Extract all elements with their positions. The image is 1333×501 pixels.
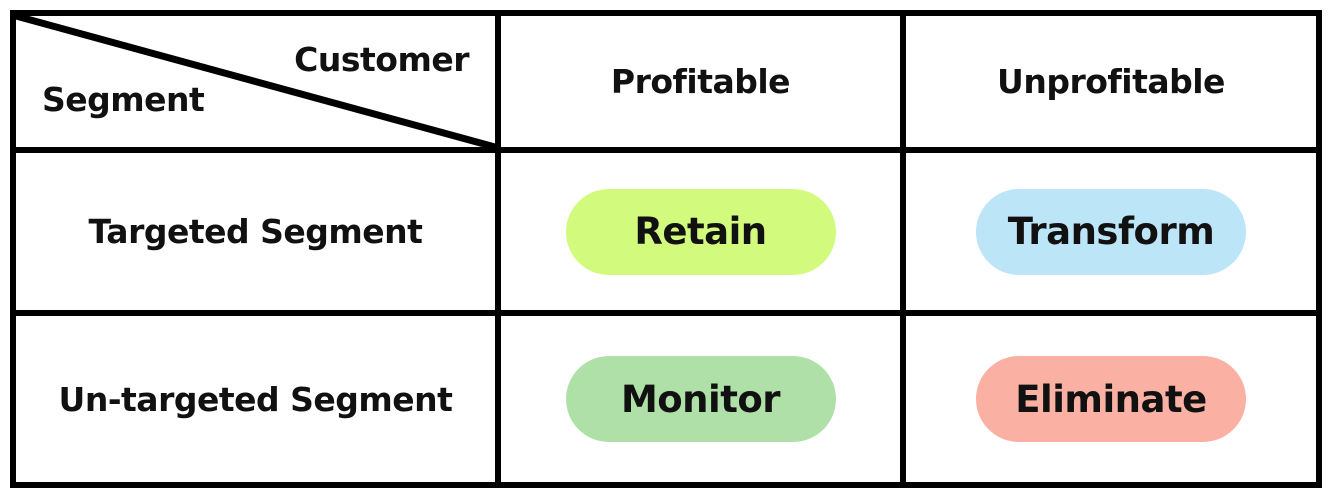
retain-pill-label: Retain xyxy=(634,210,767,253)
column-header-label: Unprofitable xyxy=(997,62,1225,101)
matrix-cell-untargeted-profitable: Monitor xyxy=(501,316,900,482)
matrix-cell-untargeted-unprofitable: Eliminate xyxy=(906,316,1316,482)
retain-pill: Retain xyxy=(565,188,836,275)
column-header-unprofitable: Unprofitable xyxy=(906,16,1316,147)
transform-pill-label: Transform xyxy=(1007,210,1215,253)
row-header-label: Targeted Segment xyxy=(88,212,423,251)
monitor-pill: Monitor xyxy=(565,356,836,442)
column-header-profitable: Profitable xyxy=(501,16,900,147)
column-header-label: Profitable xyxy=(610,62,791,101)
eliminate-pill-label: Eliminate xyxy=(1015,377,1207,421)
transform-pill: Transform xyxy=(976,188,1246,275)
corner-header-cell: Customer Segment xyxy=(16,16,495,147)
corner-label-customer: Customer xyxy=(294,40,469,79)
row-header-targeted-segment: Targeted Segment xyxy=(16,153,495,310)
diagonal-divider-line xyxy=(16,16,495,147)
eliminate-pill: Eliminate xyxy=(976,356,1246,442)
matrix-table: Customer Segment Profitable Unprofitable… xyxy=(10,10,1322,488)
monitor-pill-label: Monitor xyxy=(620,377,781,421)
row-header-label: Un-targeted Segment xyxy=(58,379,453,419)
corner-label-segment: Segment xyxy=(42,80,205,119)
matrix-cell-targeted-profitable: Retain xyxy=(501,153,900,310)
row-header-untargeted-segment: Un-targeted Segment xyxy=(16,316,495,482)
matrix-cell-targeted-unprofitable: Transform xyxy=(906,153,1316,310)
